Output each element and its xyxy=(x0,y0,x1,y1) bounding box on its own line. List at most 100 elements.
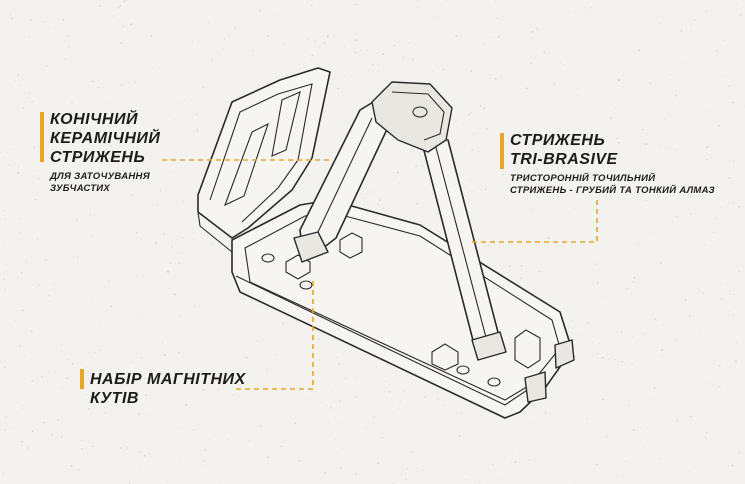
speckle-dot xyxy=(720,298,722,300)
speckle-dot xyxy=(341,110,343,112)
speckle-dot xyxy=(256,339,258,342)
speckle-dot xyxy=(200,370,203,372)
speckle-dot xyxy=(151,66,154,69)
speckle-dot xyxy=(326,405,328,407)
speckle-dot xyxy=(676,284,677,286)
speckle-dot xyxy=(531,30,534,33)
speckle-dot xyxy=(655,222,657,224)
speckle-dot xyxy=(110,144,113,147)
speckle-dot xyxy=(256,304,258,306)
speckle-dot xyxy=(324,471,327,474)
speckle-dot xyxy=(658,145,660,147)
speckle-dot xyxy=(101,124,104,126)
speckle-dot xyxy=(150,371,152,373)
speckle-dot xyxy=(149,452,151,455)
speckle-dot xyxy=(508,265,511,268)
speckle-dot xyxy=(126,384,128,386)
speckle-dot xyxy=(52,77,53,79)
speckle-dot xyxy=(504,457,506,459)
speckle-dot xyxy=(173,293,176,296)
speckle-dot xyxy=(182,201,184,204)
speckle-dot xyxy=(393,456,394,457)
speckle-dot xyxy=(193,305,196,308)
speckle-dot xyxy=(421,165,423,167)
speckle-dot xyxy=(29,9,30,11)
speckle-dot xyxy=(88,149,90,151)
speckle-dot xyxy=(541,271,543,273)
speckle-dot xyxy=(384,381,386,382)
speckle-dot xyxy=(588,65,590,67)
accent-bar xyxy=(80,369,84,389)
speckle-dot xyxy=(267,462,269,465)
speckle-dot xyxy=(245,356,248,359)
speckle-dot xyxy=(139,465,141,467)
speckle-dot xyxy=(471,190,473,193)
speckle-dot xyxy=(659,261,662,264)
speckle-dot xyxy=(113,418,115,420)
speckle-dot xyxy=(363,197,365,200)
speckle-dot xyxy=(103,142,106,145)
speckle-dot xyxy=(19,345,21,347)
speckle-dot xyxy=(653,387,656,389)
speckle-dot xyxy=(9,118,11,120)
speckle-dot xyxy=(493,242,495,245)
speckle-dot xyxy=(649,82,651,85)
ceramic-title-line-1: Конічний xyxy=(50,111,138,128)
speckle-dot xyxy=(494,105,496,107)
speckle-dot xyxy=(354,51,357,54)
speckle-dot xyxy=(441,64,443,66)
speckle-dot xyxy=(520,264,523,267)
speckle-dot xyxy=(85,135,87,137)
speckle-dot xyxy=(180,104,181,105)
speckle-dot xyxy=(27,96,29,99)
speckle-dot xyxy=(311,4,313,7)
speckle-dot xyxy=(471,149,474,152)
speckle-dot xyxy=(690,30,691,31)
speckle-dot xyxy=(29,19,32,22)
speckle-dot xyxy=(536,28,539,31)
speckle-dot xyxy=(327,35,329,38)
speckle-dot xyxy=(626,392,628,394)
speckle-dot xyxy=(489,36,491,38)
speckle-dot xyxy=(30,330,33,333)
speckle-dot xyxy=(143,454,146,457)
speckle-dot xyxy=(265,368,268,371)
speckle-dot xyxy=(122,25,124,28)
speckle-dot xyxy=(56,52,58,54)
speckle-dot xyxy=(662,76,663,78)
speckle-dot xyxy=(442,68,445,71)
speckle-dot xyxy=(532,39,534,41)
speckle-dot xyxy=(141,356,143,359)
speckle-dot xyxy=(680,29,683,32)
speckle-dot xyxy=(135,169,138,172)
speckle-dot xyxy=(408,57,410,59)
speckle-dot xyxy=(192,428,195,431)
speckle-dot xyxy=(731,464,734,467)
speckle-dot xyxy=(134,81,137,84)
speckle-dot xyxy=(398,182,401,184)
speckle-dot xyxy=(712,231,715,234)
speckle-dot xyxy=(66,35,69,37)
speckle-dot xyxy=(341,448,344,451)
speckle-dot xyxy=(17,74,19,76)
speckle-dot xyxy=(318,338,321,341)
speckle-dot xyxy=(416,0,419,3)
speckle-dot xyxy=(737,205,740,208)
speckle-dot xyxy=(18,84,21,86)
speckle-dot xyxy=(721,75,723,77)
speckle-dot xyxy=(618,290,620,292)
speckle-dot xyxy=(184,403,187,406)
speckle-dot xyxy=(36,238,39,240)
speckle-dot xyxy=(638,139,639,141)
speckle-dot xyxy=(14,80,16,82)
speckle-dot xyxy=(339,421,341,423)
speckle-dot xyxy=(393,44,396,47)
speckle-dot xyxy=(314,40,316,42)
speckle-dot xyxy=(733,300,735,302)
speckle-dot xyxy=(92,382,95,385)
speckle-dot xyxy=(7,163,10,166)
speckle-dot xyxy=(373,51,374,53)
speckle-dot xyxy=(202,388,205,391)
speckle-dot xyxy=(237,400,239,403)
speckle-dot xyxy=(381,436,384,439)
